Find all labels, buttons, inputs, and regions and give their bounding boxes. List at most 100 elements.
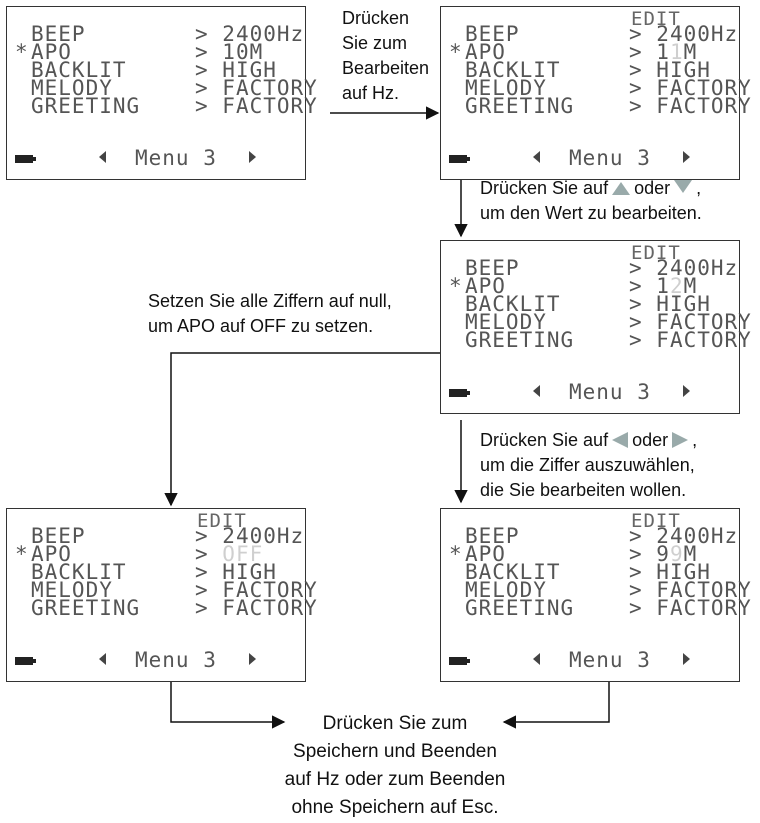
menu-label: Menu 3: [569, 648, 651, 672]
row-value: > HIGH: [629, 292, 711, 316]
right-arrow-icon: [249, 151, 256, 163]
row-value: > HIGH: [195, 58, 277, 82]
lcd-status-bar: Menu 3: [441, 380, 739, 405]
row-label: BEEP: [465, 256, 520, 280]
arrow-screen5-to-save: [502, 676, 610, 729]
row-label: GREETING: [465, 94, 575, 118]
left-arrow-icon: [99, 653, 106, 665]
left-arrow-icon: [533, 385, 540, 397]
row-value: > FACTORY: [629, 328, 752, 352]
row-value: > 12M: [629, 274, 698, 298]
right-arrow-icon: [683, 151, 690, 163]
selected-marker: *: [449, 274, 463, 298]
up-arrow-icon: [612, 182, 631, 195]
editing-digit: OFF: [222, 542, 264, 566]
row-value: > FACTORY: [629, 578, 752, 602]
row-value: > FACTORY: [629, 94, 752, 118]
note-press-hz: Drücken Sie zum Bearbeiten auf Hz.: [342, 8, 430, 103]
editing-digit: 1: [669, 40, 684, 64]
row-value: > FACTORY: [195, 94, 318, 118]
row-value: > 2400Hz: [629, 256, 739, 280]
battery-icon: [15, 155, 36, 163]
right-arrow-icon: [672, 432, 689, 448]
row-value: > FACTORY: [629, 310, 752, 334]
row-value: > HIGH: [629, 58, 711, 82]
row-label: APO: [31, 542, 72, 566]
row-label: BEEP: [465, 524, 520, 548]
row-label: BEEP: [31, 22, 86, 46]
row-label: GREETING: [31, 596, 141, 620]
battery-icon: [449, 155, 470, 163]
row-value: > 2400Hz: [195, 524, 305, 548]
lcd-screen-3: EDIT BEEP > 2400Hz *APO > 12M BACKLIT > HIG…: [440, 240, 751, 414]
row-label: APO: [31, 40, 72, 64]
row-value: > 99M: [629, 542, 698, 566]
lcd-status-bar: Menu 3: [7, 146, 305, 171]
row-value: > FACTORY: [629, 76, 752, 100]
row-label: BACKLIT: [465, 292, 561, 316]
row-label: MELODY: [465, 76, 547, 100]
selected-marker: *: [449, 40, 463, 64]
row-value: > 10M: [195, 40, 264, 64]
battery-icon: [449, 389, 470, 397]
right-arrow-icon: [683, 385, 690, 397]
row-label: BACKLIT: [31, 58, 127, 82]
row-label: BEEP: [465, 22, 520, 46]
editing-digit: 2: [669, 274, 684, 298]
battery-icon: [15, 657, 36, 665]
lcd-status-bar: Menu 3: [7, 648, 305, 673]
lcd-screen-5: EDIT BEEP> 2400Hz *APO> 99M BACKLIT> HIG…: [440, 508, 751, 682]
left-arrow-icon: [99, 151, 106, 163]
row-label: BEEP: [31, 524, 86, 548]
note-set-zero: Setzen Sie alle Ziffern auf null, um APO…: [148, 291, 392, 336]
row-label: BACKLIT: [31, 560, 127, 584]
battery-icon: [449, 657, 470, 665]
row-label: MELODY: [465, 578, 547, 602]
row-label: GREETING: [465, 596, 575, 620]
row-label: MELODY: [31, 76, 113, 100]
editing-digit: 9: [669, 542, 684, 566]
selected-marker: *: [449, 542, 463, 566]
row-value: > 2400Hz: [629, 22, 739, 46]
menu-label: Menu 3: [135, 146, 217, 170]
row-label: MELODY: [465, 310, 547, 334]
row-label: GREETING: [465, 328, 575, 352]
row-label: GREETING: [31, 94, 141, 118]
row-label: BACKLIT: [465, 560, 561, 584]
right-arrow-icon: [683, 653, 690, 665]
menu-label: Menu 3: [569, 146, 651, 170]
edit-indicator: EDIT: [631, 242, 681, 264]
selected-marker: *: [15, 40, 29, 64]
row-value: > FACTORY: [629, 596, 752, 620]
arrow-screen3-to-screen4: [164, 352, 442, 507]
menu-label: Menu 3: [569, 380, 651, 404]
row-value: > HIGH: [195, 560, 277, 584]
lcd-screen-1: BEEP > 2400Hz *APO > 10M BACKLIT > HIGH MEL…: [6, 6, 317, 180]
selected-marker: *: [15, 542, 29, 566]
lcd-status-bar: Menu 3: [441, 648, 739, 673]
row-value: > 11M: [629, 40, 698, 64]
row-value: > FACTORY: [195, 76, 318, 100]
row-label: APO: [465, 40, 506, 64]
row-label: MELODY: [31, 578, 113, 602]
row-label: BACKLIT: [465, 58, 561, 82]
row-value: > 2400Hz: [195, 22, 305, 46]
edit-indicator: EDIT: [631, 8, 681, 30]
row-label: APO: [465, 274, 506, 298]
edit-indicator: EDIT: [631, 510, 681, 532]
edit-indicator: EDIT: [197, 510, 247, 532]
row-value: > FACTORY: [195, 596, 318, 620]
lcd-status-bar: Menu 3: [441, 146, 739, 171]
note-save-exit: Drücken Sie zum Speichern und Beenden au…: [284, 713, 506, 818]
right-arrow-icon: [249, 653, 256, 665]
row-value: > HIGH: [629, 560, 711, 584]
row-value: > 2400Hz: [629, 524, 739, 548]
left-arrow-icon: [533, 151, 540, 163]
lcd-screen-4: EDIT BEEP> 2400Hz *APO> OFF BACKLIT> HIG…: [6, 508, 317, 682]
lcd-screen-2: EDIT BEEP > 2400Hz *APO > 11M BACKLIT > HIG…: [440, 6, 751, 180]
row-value: > FACTORY: [195, 578, 318, 602]
left-arrow-icon: [612, 432, 629, 448]
